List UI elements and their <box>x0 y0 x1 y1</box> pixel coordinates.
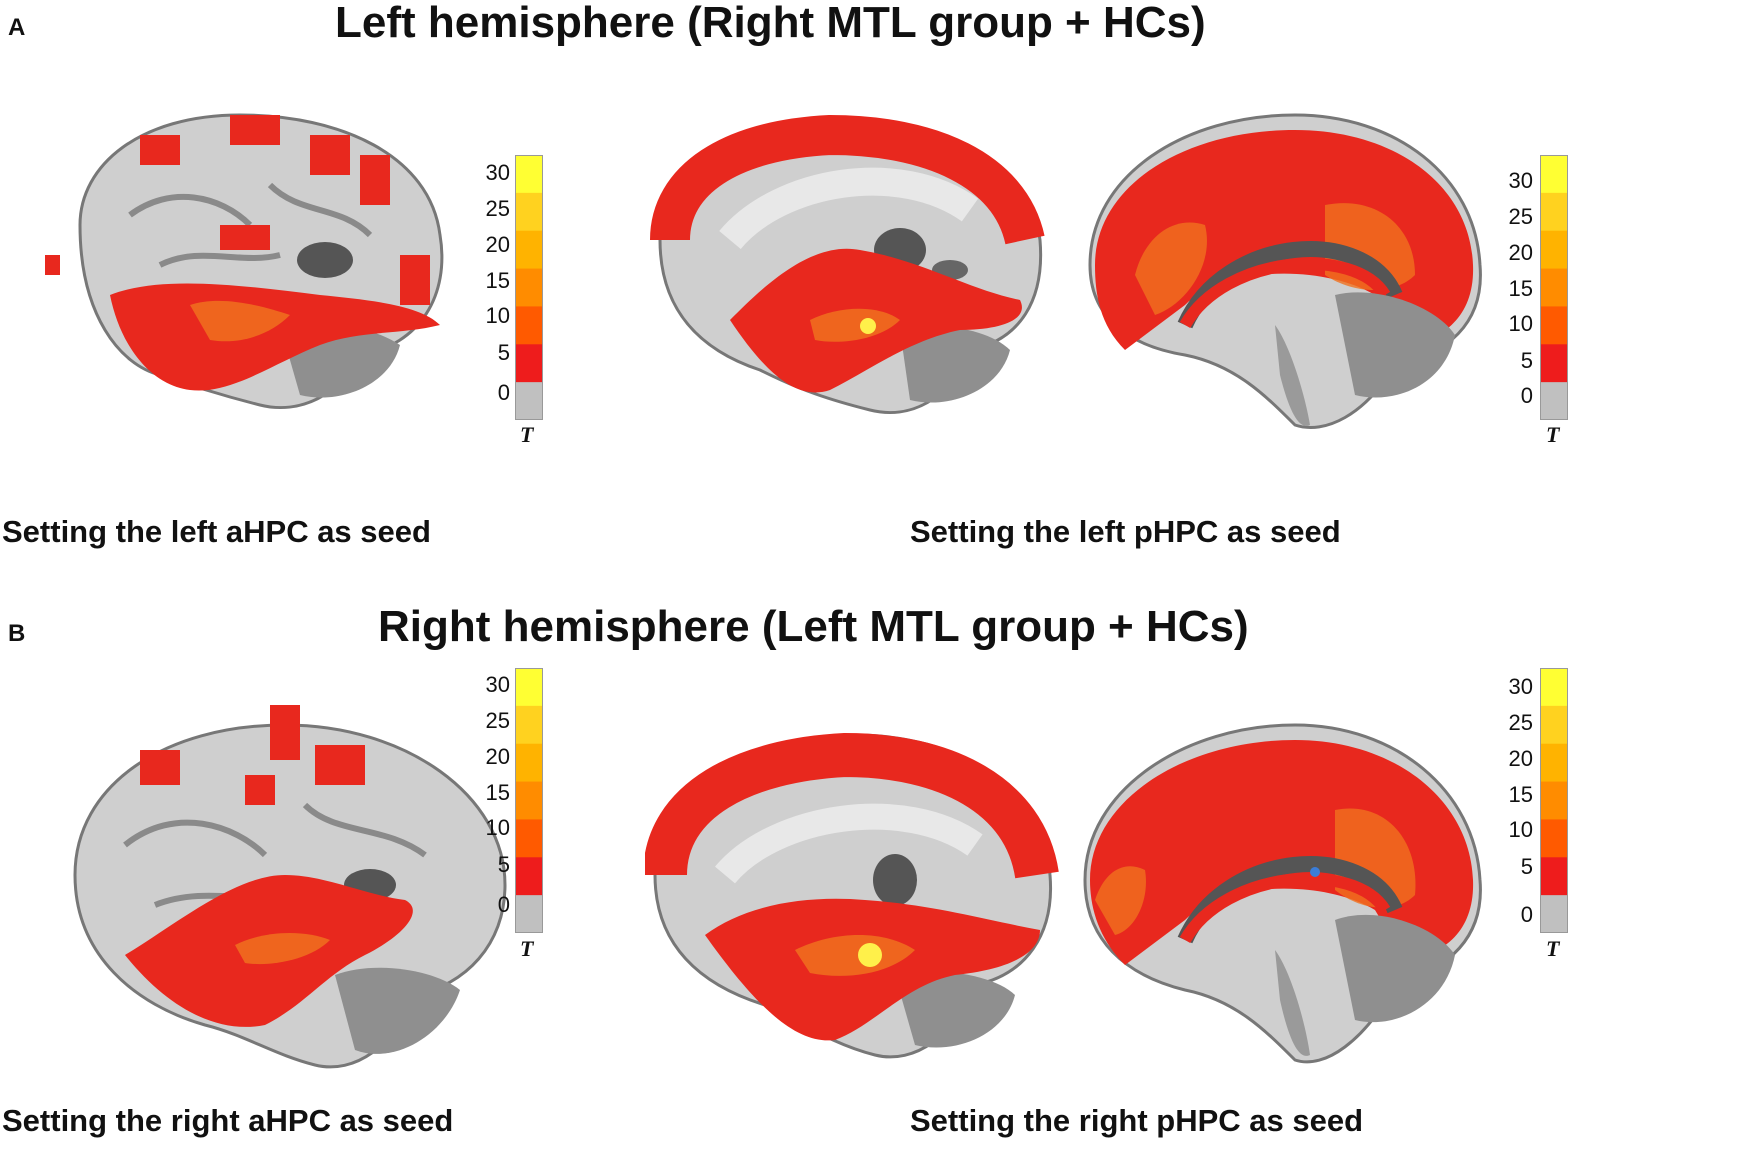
tick-label: 30 <box>1508 168 1533 193</box>
tick-label: 30 <box>485 672 510 697</box>
colorbar-swatch <box>1540 230 1568 270</box>
colorbar-border <box>515 668 543 933</box>
panel-a-brain-phpc-medial <box>1088 113 1482 429</box>
colorbar-swatch <box>515 781 543 820</box>
colorbar-swatch <box>515 705 543 745</box>
colorbar-swatch <box>515 819 543 858</box>
tick-label: 25 <box>1508 710 1533 735</box>
colorbar-swatch <box>1540 382 1568 421</box>
panel-a-colorbar-1 <box>515 155 543 425</box>
colorbar-border <box>1540 155 1568 420</box>
colorbar-unit: T <box>520 936 534 961</box>
panel-a-letter: A <box>8 14 26 41</box>
tick-label: 5 <box>1520 854 1533 879</box>
colorbar-swatch <box>1540 668 1568 707</box>
panel-b-brain-phpc-medial <box>1083 723 1482 1064</box>
panel-a-brain-phpc-lateral <box>650 114 1045 414</box>
tick-label: 0 <box>497 892 510 917</box>
colorbar-swatch <box>1540 743 1568 783</box>
panel-b-brain-phpc-lateral <box>645 732 1059 1059</box>
tick-label: 10 <box>485 303 510 328</box>
tick-label: 15 <box>1508 782 1533 807</box>
panel-a-brain-ahpc <box>45 113 444 410</box>
colorbar-swatch <box>515 382 543 421</box>
colorbar-gradient <box>1540 668 1568 934</box>
colorbar-swatch <box>1540 155 1568 194</box>
colorbar-swatch <box>1540 192 1568 232</box>
colorbar-unit: T <box>1546 422 1560 447</box>
colorbar-gradient <box>1540 155 1568 421</box>
tick-label: 15 <box>1508 276 1533 301</box>
colorbar-gradient <box>515 668 543 934</box>
tick-label: 10 <box>485 815 510 840</box>
colorbar-border <box>1540 668 1568 933</box>
tick-label: 5 <box>1520 348 1533 373</box>
tick-label: 30 <box>485 160 510 185</box>
tick-label: 0 <box>1520 902 1533 927</box>
colorbar-swatch <box>515 230 543 270</box>
colorbar-swatch <box>515 668 543 707</box>
tick-label: 10 <box>1508 817 1533 842</box>
colorbar-border <box>515 155 543 420</box>
tick-label: 25 <box>485 196 510 221</box>
colorbar-swatch <box>1540 306 1568 345</box>
panel-b-colorbar-1 <box>515 668 543 938</box>
tick-label: 0 <box>1520 383 1533 408</box>
colorbar-swatch <box>1540 819 1568 858</box>
panel-a-caption-ahpc: Setting the left aHPC as seed <box>2 514 431 549</box>
colorbar-unit: T <box>520 422 534 447</box>
panel-b-letter: B <box>8 620 26 647</box>
colorbar-swatch <box>1540 781 1568 820</box>
tick-label: 5 <box>497 852 510 877</box>
panel-a-title: Left hemisphere (Right MTL group + HCs) <box>335 0 1206 47</box>
tick-label: 20 <box>1508 240 1533 265</box>
panel-b-brain-ahpc <box>73 705 507 1069</box>
tick-label: 15 <box>485 780 510 805</box>
tick-label: 30 <box>1508 674 1533 699</box>
colorbar-swatch <box>515 344 543 383</box>
colorbar-swatch <box>1540 895 1568 934</box>
tick-label: 5 <box>497 340 510 365</box>
colorbar-swatch <box>515 743 543 783</box>
colorbar-swatch <box>515 306 543 345</box>
panel-a-colorbar-2 <box>1540 155 1568 425</box>
tick-label: 0 <box>497 380 510 405</box>
panel-a-caption-phpc: Setting the left pHPC as seed <box>910 514 1341 549</box>
colorbar-swatch <box>515 895 543 934</box>
panel-b-caption-ahpc: Setting the right aHPC as seed <box>2 1103 454 1138</box>
tick-label: 25 <box>1508 204 1533 229</box>
colorbar-swatch <box>515 857 543 896</box>
colorbar-swatch <box>515 268 543 307</box>
colorbar-swatch <box>1540 705 1568 745</box>
panel-b-colorbar-2 <box>1540 668 1568 938</box>
tick-label: 20 <box>485 232 510 257</box>
colorbar-swatch <box>515 192 543 232</box>
colorbar-swatch <box>1540 857 1568 896</box>
tick-label: 20 <box>485 744 510 769</box>
panel-b-title: Right hemisphere (Left MTL group + HCs) <box>378 602 1249 651</box>
colorbar-gradient <box>515 155 543 421</box>
tick-label: 15 <box>485 268 510 293</box>
tick-label: 25 <box>485 708 510 733</box>
tick-label: 10 <box>1508 311 1533 336</box>
colorbar-swatch <box>515 155 543 194</box>
colorbar-unit: T <box>1546 936 1560 961</box>
panel-b-caption-phpc: Setting the right pHPC as seed <box>910 1103 1364 1138</box>
colorbar-swatch <box>1540 268 1568 307</box>
colorbar-swatch <box>1540 344 1568 383</box>
tick-label: 20 <box>1508 746 1533 771</box>
